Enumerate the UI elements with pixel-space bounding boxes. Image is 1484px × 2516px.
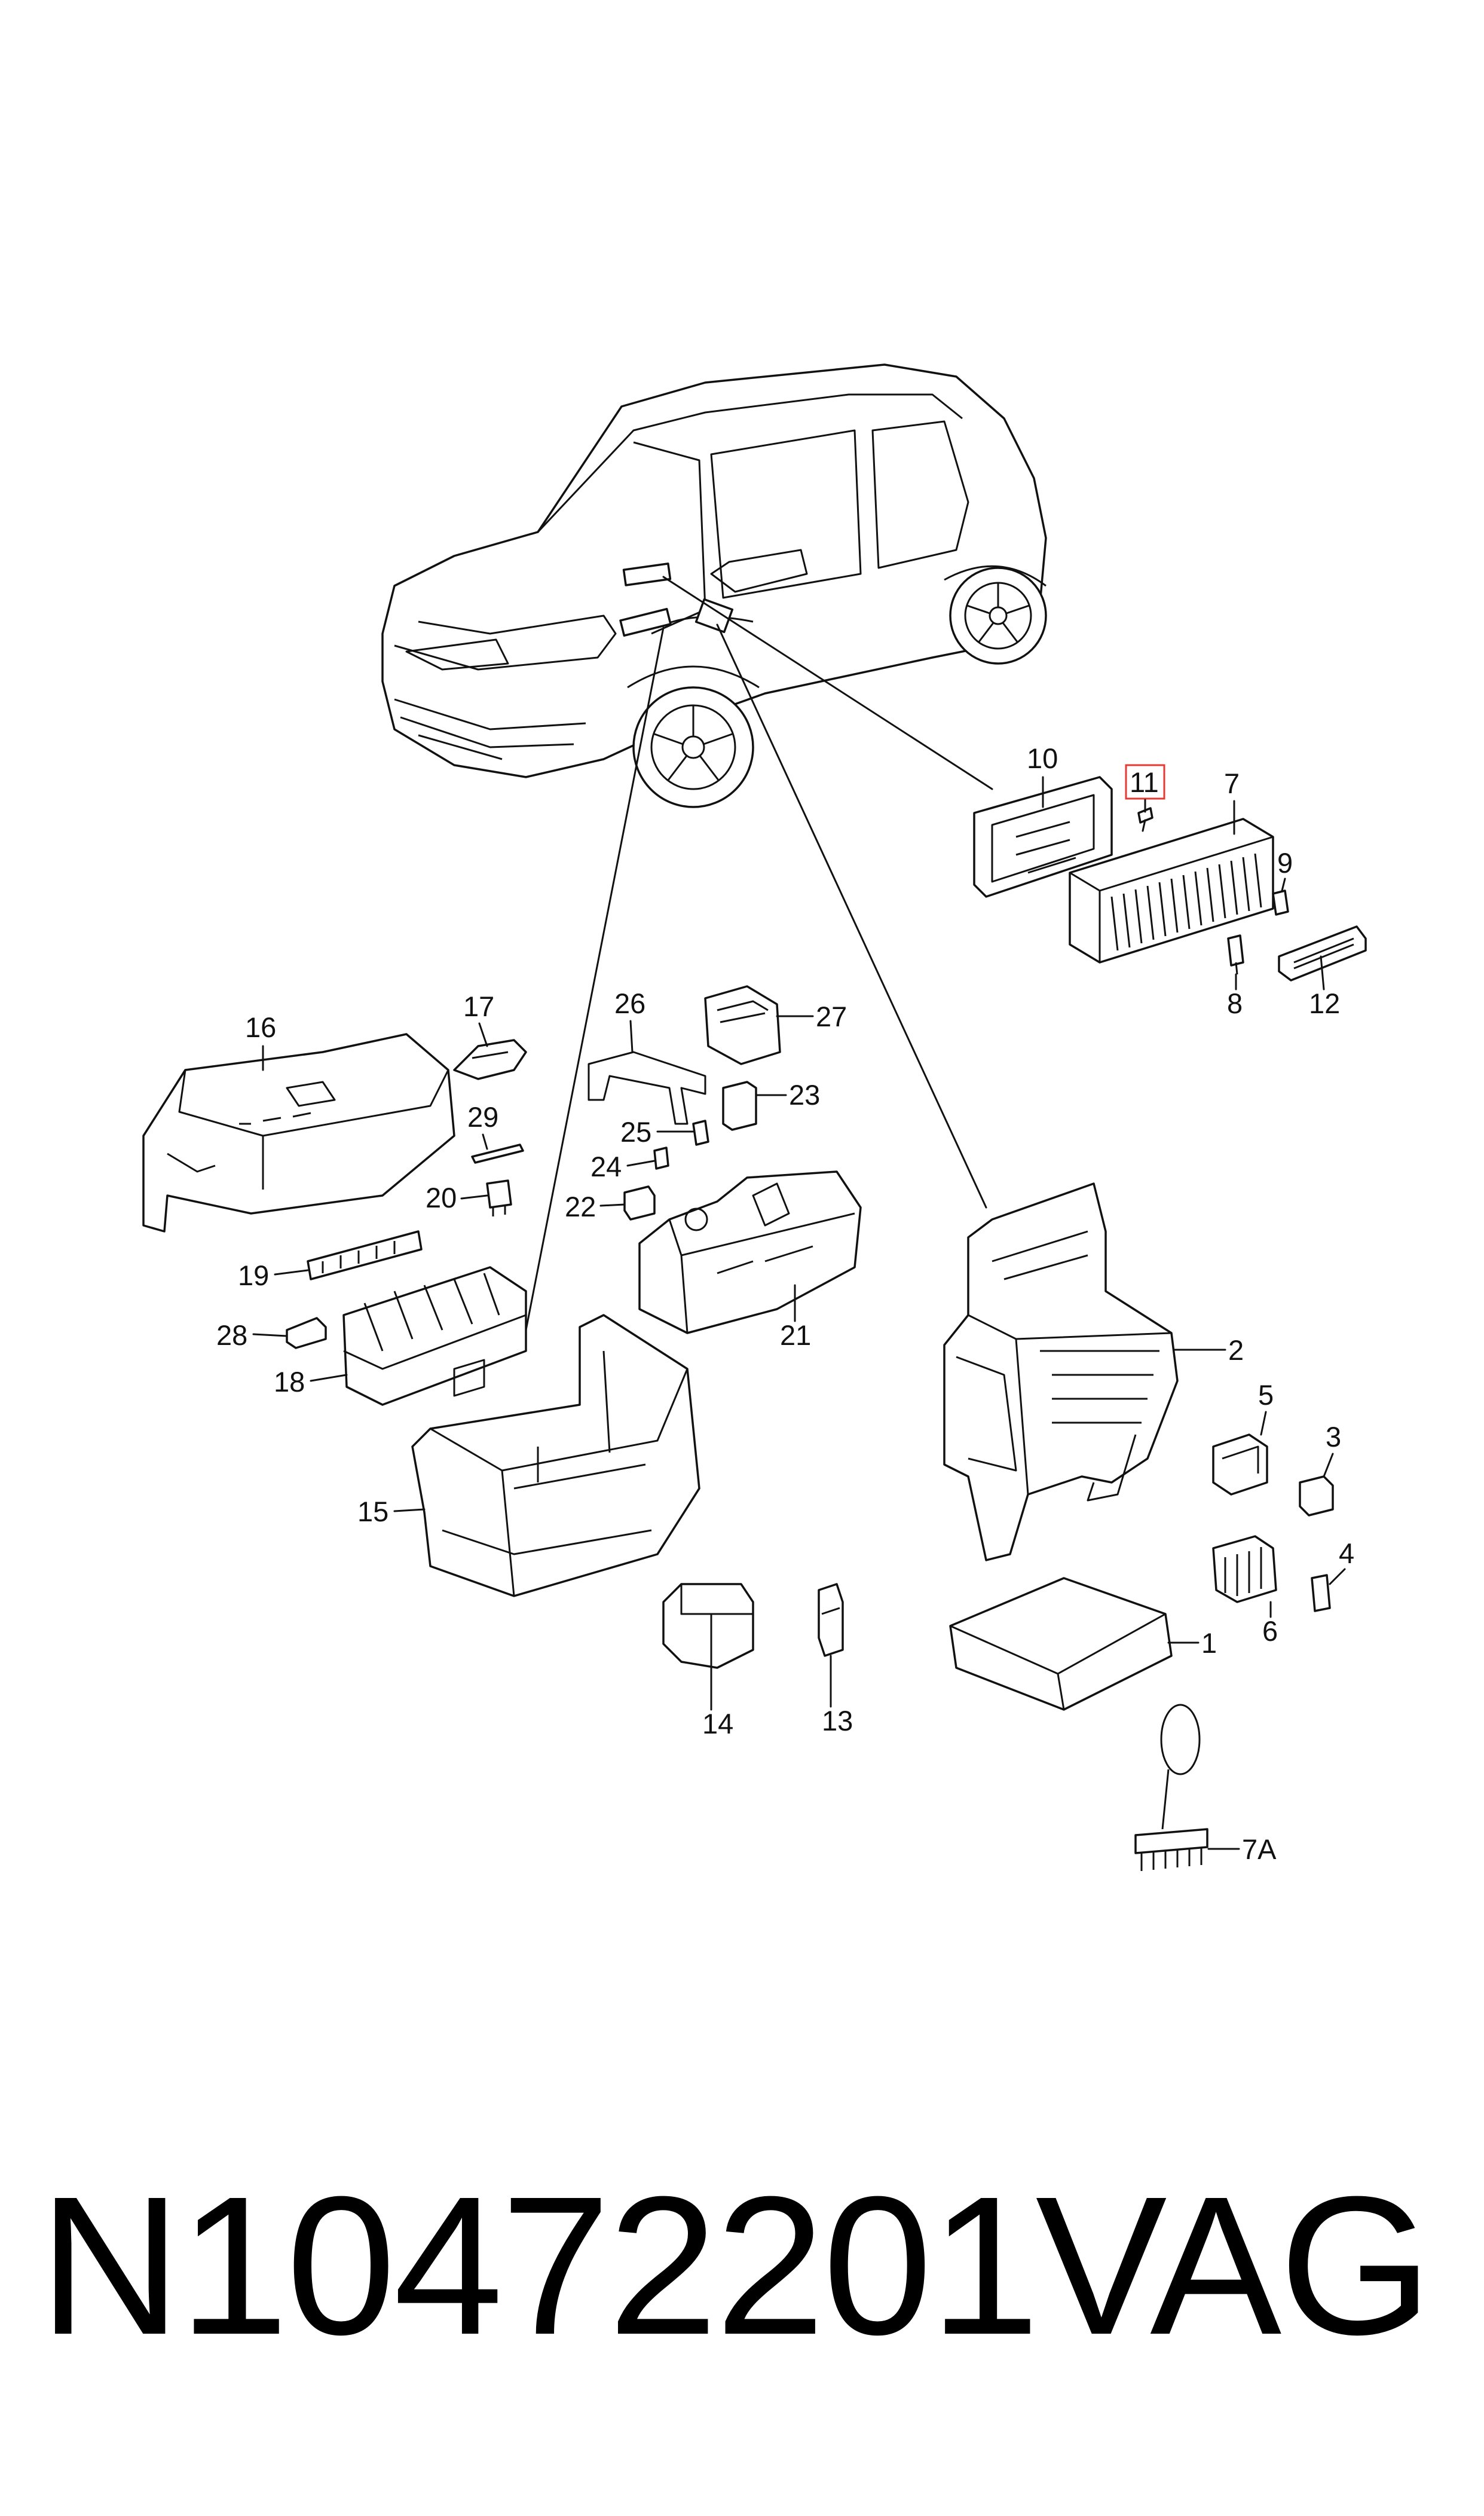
leader-lines bbox=[525, 576, 993, 1331]
callout-22: 22 bbox=[565, 1191, 596, 1222]
callout-4: 4 bbox=[1339, 1537, 1354, 1569]
part-25 bbox=[692, 1120, 709, 1146]
callout-13: 13 bbox=[822, 1705, 853, 1737]
callout-7a: 7A bbox=[1242, 1833, 1277, 1865]
callout-16: 16 bbox=[245, 1011, 276, 1043]
part-10 bbox=[973, 776, 1113, 898]
part-14 bbox=[662, 1583, 754, 1669]
part-7 bbox=[1069, 818, 1274, 964]
part-26 bbox=[588, 1051, 706, 1125]
callout-19: 19 bbox=[238, 1259, 269, 1291]
callout-28: 28 bbox=[216, 1319, 247, 1351]
callout-15: 15 bbox=[357, 1496, 388, 1527]
callout-12: 12 bbox=[1309, 988, 1340, 1019]
callout-23: 23 bbox=[789, 1079, 820, 1111]
part-22 bbox=[623, 1185, 656, 1221]
part-20 bbox=[486, 1179, 512, 1216]
callout-11-highlight bbox=[1125, 764, 1165, 800]
part-28 bbox=[286, 1317, 327, 1349]
part-24 bbox=[653, 1147, 669, 1170]
callout-14: 14 bbox=[702, 1708, 733, 1740]
callout-24: 24 bbox=[590, 1151, 622, 1182]
callout-5: 5 bbox=[1258, 1379, 1274, 1411]
callout-20: 20 bbox=[426, 1182, 457, 1213]
part-13 bbox=[818, 1583, 844, 1657]
part-1 bbox=[949, 1577, 1173, 1711]
part-7a bbox=[1134, 1704, 1208, 1871]
callout-25: 25 bbox=[620, 1116, 651, 1148]
part-17 bbox=[453, 1039, 527, 1080]
callout-18: 18 bbox=[274, 1366, 305, 1398]
part-2 bbox=[943, 1182, 1179, 1561]
callout-29: 29 bbox=[467, 1101, 498, 1133]
part-11 bbox=[1137, 807, 1153, 832]
part-16 bbox=[142, 1033, 455, 1233]
brand-name: VAG bbox=[1035, 2155, 1433, 2376]
part-19 bbox=[307, 1230, 423, 1280]
callout-11: 11 bbox=[1130, 766, 1159, 798]
callout-10: 10 bbox=[1027, 742, 1058, 774]
part-4 bbox=[1311, 1574, 1331, 1612]
callout-8: 8 bbox=[1227, 988, 1243, 1019]
part-9 bbox=[1272, 889, 1289, 916]
part-8 bbox=[1227, 934, 1244, 975]
part-18 bbox=[342, 1266, 527, 1406]
callout-1: 1 bbox=[1201, 1627, 1217, 1659]
part-6 bbox=[1212, 1535, 1277, 1603]
part-21 bbox=[638, 1170, 862, 1334]
part-29 bbox=[471, 1144, 524, 1164]
part-23 bbox=[722, 1081, 757, 1131]
callout-21: 21 bbox=[780, 1319, 811, 1351]
callout-27: 27 bbox=[816, 1001, 847, 1032]
callout-3: 3 bbox=[1326, 1421, 1341, 1453]
part-27 bbox=[704, 985, 781, 1065]
part-3 bbox=[1299, 1475, 1334, 1517]
part-number: N10472201 bbox=[39, 2155, 1040, 2376]
callout-labels: 10 11 7 9 8 12 16 17 29 20 19 28 bbox=[216, 742, 1354, 1865]
callout-2: 2 bbox=[1228, 1334, 1244, 1366]
callout-9: 9 bbox=[1277, 847, 1293, 879]
callout-7: 7 bbox=[1224, 768, 1240, 799]
part-5 bbox=[1212, 1433, 1268, 1496]
footer: N10472201 VAG bbox=[0, 2152, 1484, 2379]
callout-17: 17 bbox=[463, 990, 494, 1022]
car-illustration bbox=[381, 363, 1047, 808]
callout-6: 6 bbox=[1262, 1615, 1278, 1647]
callout-26: 26 bbox=[614, 988, 645, 1019]
part-12 bbox=[1278, 925, 1367, 982]
part-15 bbox=[411, 1314, 700, 1597]
